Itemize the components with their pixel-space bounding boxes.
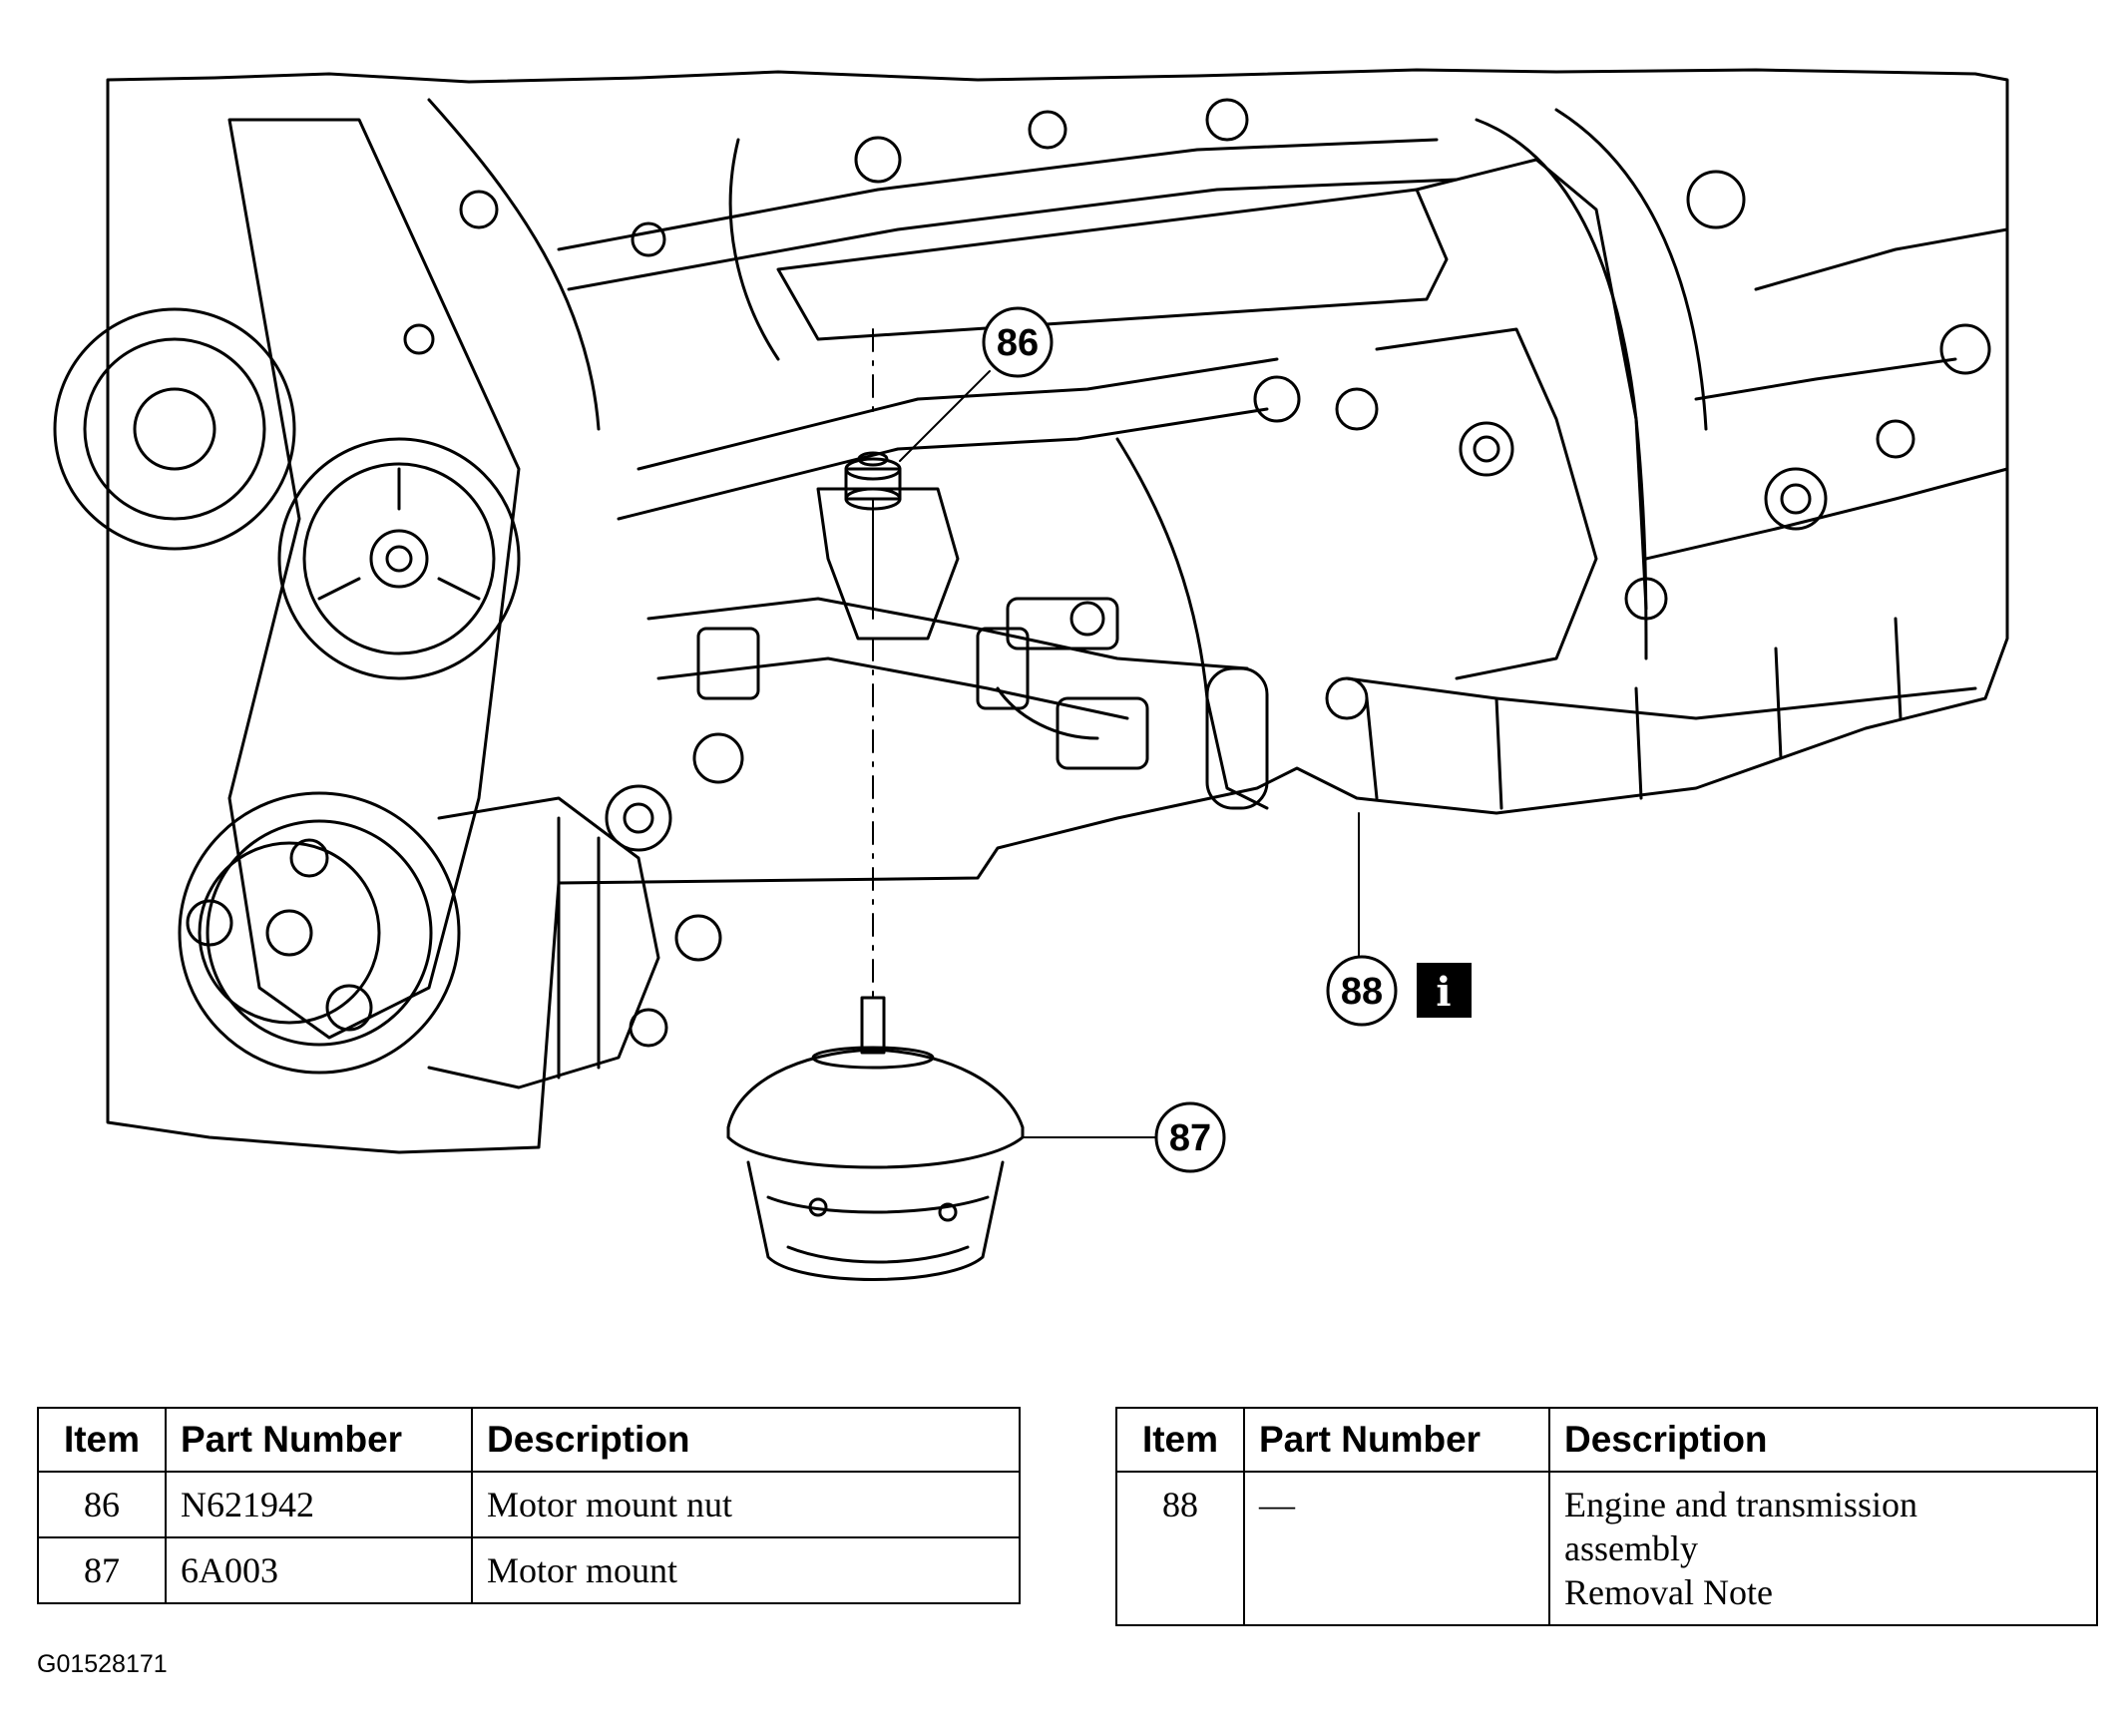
info-icon-glyph: i (1436, 969, 1451, 1016)
row-part-number: — (1243, 1471, 1550, 1626)
header-item: Item (37, 1407, 167, 1473)
callout-88-label: 88 (1341, 971, 1383, 1013)
figure-id: G01528171 (37, 1650, 168, 1678)
header-item: Item (1115, 1407, 1245, 1473)
row-part-number: N621942 (165, 1471, 473, 1538)
callout-87: 87 (1154, 1101, 1226, 1173)
parts-table-right: Item Part Number Description 88 — Engine… (1115, 1407, 2098, 1626)
row-item: 87 (37, 1536, 167, 1604)
parts-table-left: Item Part Number Description 86 N621942 … (37, 1407, 1021, 1604)
row-description: Motor mount nut (471, 1471, 1021, 1538)
header-part-number: Part Number (1243, 1407, 1550, 1473)
table-row: 88 — Engine and transmission assembly Re… (1115, 1471, 2098, 1626)
motor-mount-nut-drawing (844, 451, 902, 511)
header-description: Description (471, 1407, 1021, 1473)
header-description: Description (1548, 1407, 2098, 1473)
description-line: Engine and transmission (1564, 1485, 1917, 1524)
table-header-row: Item Part Number Description (1115, 1407, 2098, 1473)
header-part-number: Part Number (165, 1407, 473, 1473)
callout-86-label: 86 (997, 322, 1039, 364)
callout-87-label: 87 (1169, 1117, 1211, 1159)
motor-mount-drawing (726, 996, 1025, 1281)
row-part-number: 6A003 (165, 1536, 473, 1604)
info-icon: i (1417, 963, 1472, 1018)
description-line: assembly (1564, 1528, 1698, 1568)
callout-86: 86 (982, 306, 1054, 378)
callout-88: 88 (1326, 955, 1398, 1027)
table-header-row: Item Part Number Description (37, 1407, 1021, 1473)
row-item: 86 (37, 1471, 167, 1538)
row-item: 88 (1115, 1471, 1245, 1626)
table-row: 87 6A003 Motor mount (37, 1536, 1021, 1604)
row-description: Motor mount (471, 1536, 1021, 1604)
removal-note-link[interactable]: Removal Note (1564, 1572, 1773, 1612)
row-description: Engine and transmission assembly Removal… (1548, 1471, 2098, 1626)
engine-assembly-illustration: 86 87 88 i (53, 68, 2009, 1281)
table-row: 86 N621942 Motor mount nut (37, 1471, 1021, 1538)
engine-block-drawing (53, 68, 2009, 1154)
leader-86 (899, 370, 991, 462)
